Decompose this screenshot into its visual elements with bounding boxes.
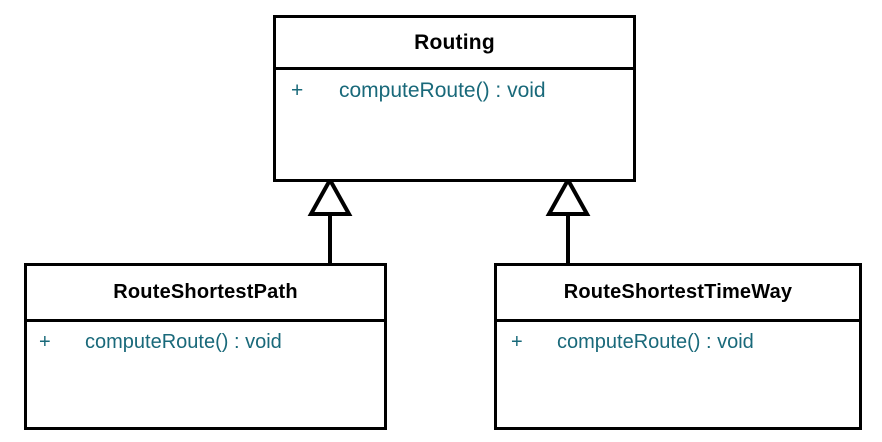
- generalization-arrow-route-shortest-path: [307, 175, 353, 266]
- uml-operations-compartment-route-shortest-path: + computeRoute() : void: [27, 322, 384, 427]
- uml-operation-row: + computeRoute() : void: [497, 331, 859, 354]
- uml-class-name-routing: Routing: [276, 18, 633, 70]
- uml-operation-visibility-icon: +: [511, 331, 523, 353]
- uml-operation-signature: computeRoute() : void: [85, 331, 282, 353]
- uml-class-name-route-shortest-time-way: RouteShortestTimeWay: [497, 266, 859, 322]
- uml-class-route-shortest-time-way[interactable]: RouteShortestTimeWay + computeRoute() : …: [494, 263, 862, 430]
- uml-class-route-shortest-path[interactable]: RouteShortestPath + computeRoute() : voi…: [24, 263, 387, 430]
- uml-operations-compartment-route-shortest-time-way: + computeRoute() : void: [497, 322, 859, 427]
- uml-operation-visibility-icon: +: [291, 79, 304, 102]
- uml-class-name-route-shortest-path: RouteShortestPath: [27, 266, 384, 322]
- hollow-triangle-arrowhead-right: [545, 175, 591, 216]
- uml-operation-row: + computeRoute() : void: [27, 331, 384, 354]
- uml-class-routing[interactable]: Routing + computeRoute() : void: [273, 15, 636, 182]
- uml-operation-signature: computeRoute() : void: [557, 331, 754, 353]
- uml-operations-compartment-routing: + computeRoute() : void: [276, 70, 633, 179]
- uml-operation-signature: computeRoute() : void: [339, 79, 546, 102]
- generalization-arrow-route-shortest-time-way: [545, 175, 591, 266]
- uml-operation-row: + computeRoute() : void: [276, 79, 633, 103]
- hollow-triangle-arrowhead-left: [307, 175, 353, 216]
- uml-operation-visibility-icon: +: [39, 331, 51, 353]
